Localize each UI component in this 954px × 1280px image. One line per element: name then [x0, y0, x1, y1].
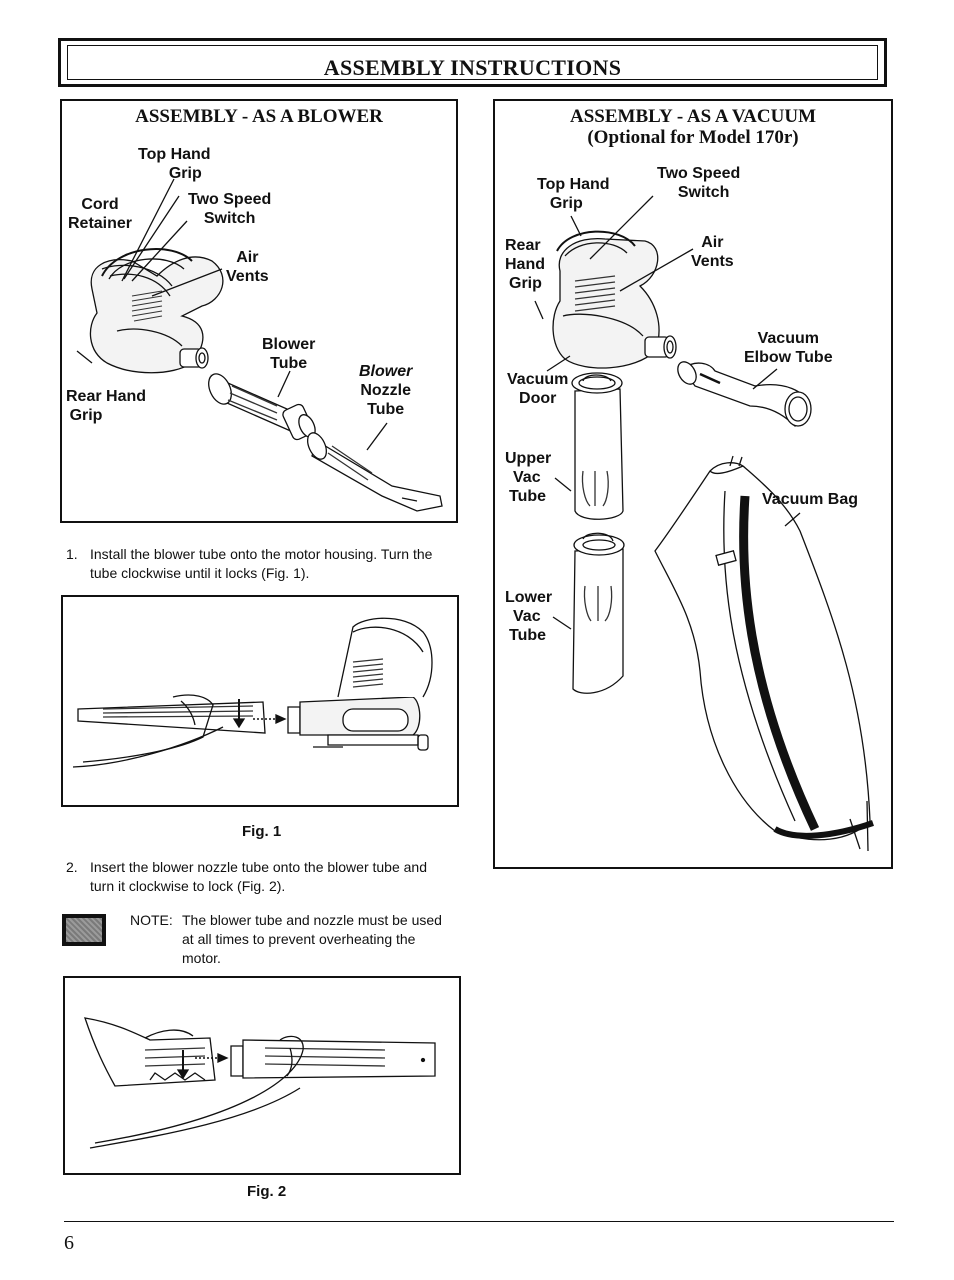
note-icon: [62, 914, 106, 946]
figure-1-illustration: [63, 597, 457, 805]
step-2-text-line-2: turn it clockwise to lock (Fig. 2).: [90, 878, 286, 894]
section-header: ASSEMBLY INSTRUCTIONS: [58, 38, 887, 87]
figure-1: [61, 595, 459, 807]
note-text-line-2: at all times to prevent overheating the: [182, 931, 416, 947]
page-number: 6: [64, 1232, 74, 1254]
figure-1-caption: Fig. 1: [242, 823, 282, 840]
note-text-line-1: The blower tube and nozzle must be used: [182, 912, 442, 928]
section-title: ASSEMBLY INSTRUCTIONS: [323, 55, 622, 80]
label-vac-top-hand-grip: Top Hand Grip: [537, 176, 610, 212]
figure-2-caption: Fig. 2: [247, 1183, 287, 1200]
step-2: 2. Insert the blower nozzle tube onto th…: [66, 858, 466, 896]
label-air-vents: Air Vents: [226, 249, 269, 285]
blower-panel-title: ASSEMBLY - AS A BLOWER: [135, 106, 383, 127]
label-vac-two-speed-switch: Two Speed Switch: [657, 165, 741, 201]
footer-rule: [64, 1221, 894, 1222]
label-vacuum-door: Vacuum Door: [507, 371, 569, 407]
vacuum-diagram: [495, 101, 891, 867]
step-1-number: 1.: [66, 546, 78, 562]
label-upper-vac-tube: Upper Vac Tube: [505, 450, 552, 505]
section-header-inner-frame: ASSEMBLY INSTRUCTIONS: [67, 45, 878, 80]
label-cord-retainer: Cord Retainer: [68, 196, 133, 232]
note-text-line-3: motor.: [182, 950, 221, 966]
step-1-text-line-1: Install the blower tube onto the motor h…: [90, 546, 433, 562]
label-vac-rear-hand-grip: Rear Hand Grip: [505, 237, 545, 292]
label-blower-nozzle-tube: Blower Nozzle Tube: [359, 363, 413, 418]
label-top-hand-grip: Top Hand Grip: [138, 146, 211, 182]
label-two-speed-switch: Two Speed Switch: [188, 191, 272, 227]
note: NOTE: The blower tube and nozzle must be…: [130, 911, 460, 968]
label-rear-hand-grip: Rear Hand Grip: [66, 388, 147, 424]
blower-diagram: [62, 101, 456, 521]
vacuum-panel-title: ASSEMBLY - AS A VACUUM: [569, 106, 817, 127]
step-1-text-line-2: tube clockwise until it locks (Fig. 1).: [90, 565, 310, 581]
vacuum-panel-subtitle: (Optional for Model 170r): [587, 127, 799, 148]
note-prefix: NOTE:: [130, 912, 173, 928]
label-vacuum-bag: Vacuum Bag: [762, 491, 859, 508]
step-1: 1. Install the blower tube onto the moto…: [66, 545, 466, 583]
label-vacuum-elbow-tube: Vacuum Elbow Tube: [744, 330, 833, 366]
step-2-number: 2.: [66, 859, 78, 875]
blower-assembly-panel: ASSEMBLY - AS A BLOWER: [60, 99, 458, 523]
label-vac-air-vents: Air Vents: [691, 234, 734, 270]
label-lower-vac-tube: Lower Vac Tube: [505, 589, 553, 644]
figure-2: [63, 976, 461, 1175]
step-2-text-line-1: Insert the blower nozzle tube onto the b…: [90, 859, 427, 875]
vacuum-assembly-panel: ASSEMBLY - AS A VACUUM (Optional for Mod…: [493, 99, 893, 869]
figure-2-illustration: [65, 978, 459, 1173]
label-blower-tube: Blower Tube: [262, 336, 316, 372]
